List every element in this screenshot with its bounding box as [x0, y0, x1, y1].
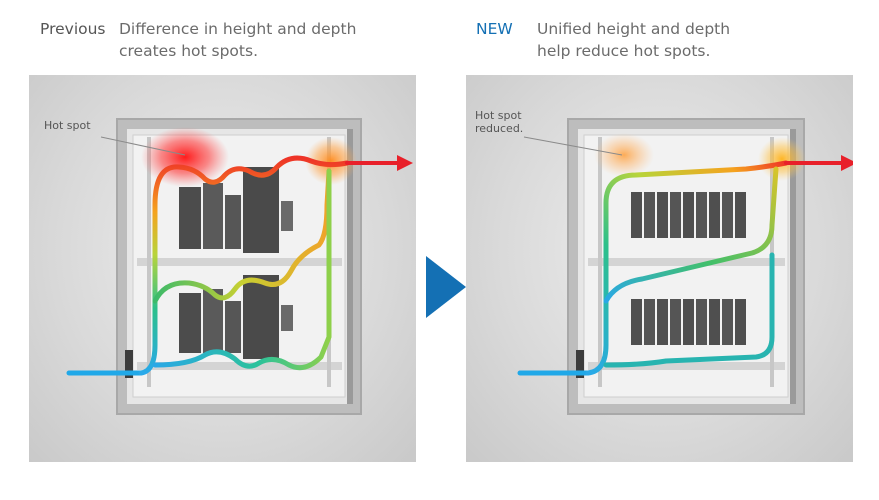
new-caption: Unified height and depth help reduce hot… — [537, 18, 730, 62]
hot-spot-reduced-callout: Hot spot reduced. — [475, 109, 523, 135]
new-cabinet-svg — [517, 118, 853, 415]
hot-spot-callout: Hot spot — [44, 119, 91, 132]
hot-spot-reduced-line2: reduced. — [475, 122, 524, 135]
previous-caption-line2: creates hot spots. — [119, 42, 258, 60]
previous-top-modules — [179, 167, 293, 253]
previous-cabinet-illustration: Hot spot — [29, 75, 416, 462]
previous-bottom-modules — [179, 275, 293, 359]
reduced-hot-spot-glow — [594, 133, 654, 177]
transition-arrow-icon — [426, 256, 466, 318]
exhaust-glow — [305, 137, 357, 185]
previous-airflow — [66, 155, 413, 376]
new-caption-line2: help reduce hot spots. — [537, 42, 711, 60]
new-top-modules — [631, 192, 746, 238]
previous-cabinet-svg — [66, 118, 413, 415]
new-airflow — [517, 155, 853, 376]
hot-spot-glow — [141, 127, 229, 187]
new-bottom-modules — [631, 299, 746, 345]
exhaust-glow — [758, 137, 806, 181]
new-caption-line1: Unified height and depth — [537, 20, 731, 38]
previous-tag: Previous — [40, 20, 106, 38]
new-cabinet-illustration: Hot spot reduced. — [466, 75, 853, 462]
previous-caption-line1: Difference in height and depth — [119, 20, 357, 38]
new-tag: NEW — [476, 20, 513, 38]
previous-caption: Difference in height and depth creates h… — [119, 18, 356, 62]
hot-spot-reduced-line1: Hot spot — [475, 109, 522, 122]
